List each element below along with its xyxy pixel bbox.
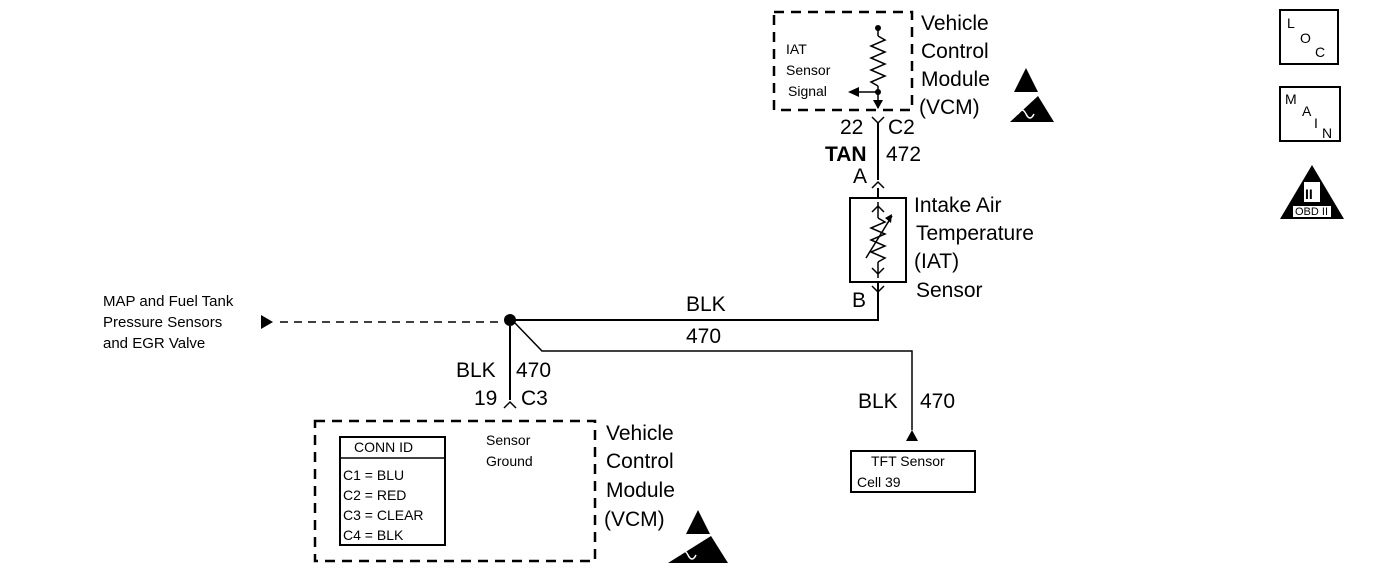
- c3-wire-circuit: 470: [516, 359, 551, 382]
- iat-signal-label-2: Sensor: [786, 62, 831, 78]
- tan-wire-circuit: 472: [886, 143, 921, 166]
- iat-signal-label-1: IAT: [786, 41, 807, 57]
- conn-id-row: C1 = BLU: [343, 467, 404, 483]
- c3-connector-id: C3: [521, 387, 548, 410]
- main-icon: M A I N: [1279, 86, 1341, 142]
- main-wire-color: BLK: [686, 293, 726, 316]
- conn-id-table: CONN ID C1 = BLU C2 = RED C3 = CLEAR C4 …: [339, 436, 446, 546]
- iat-name-4: Sensor: [916, 279, 983, 302]
- vcm-bottom-module: Sensor Ground CONN ID C1 = BLU C2 = RED …: [313, 419, 728, 563]
- main-letter: N: [1322, 125, 1332, 141]
- ground-wire-c3: BLK 470 19 C3: [456, 326, 551, 410]
- tft-ref-line-1: TFT Sensor: [871, 453, 945, 469]
- vcm-top-boundary: [772, 10, 914, 112]
- ground-wire-tft: BLK 470: [513, 321, 955, 441]
- offpage-line-3: and EGR Valve: [103, 335, 205, 352]
- connector-c2: 22 C2: [840, 116, 915, 180]
- iat-terminal-a: A: [853, 165, 867, 188]
- offpage-line-2: Pressure Sensors: [103, 314, 222, 331]
- vcm-top-title-4: (VCM): [919, 96, 980, 119]
- vcm-bottom-title-2: Control: [606, 450, 674, 473]
- vcm-bottom-title-1: Vehicle: [606, 422, 674, 445]
- iat-terminal-b: B: [852, 289, 866, 312]
- iat-signal-label-3: Signal: [788, 83, 827, 99]
- tan-wire-color: TAN: [825, 143, 867, 166]
- vcm-bottom-title-3: Module: [606, 479, 675, 502]
- ground-wire-main: BLK 470: [504, 292, 879, 348]
- obd-ii-icon: II OBD II: [1280, 165, 1344, 219]
- iat-pullup-resistor: [848, 25, 887, 109]
- c3-pin-number: 19: [474, 387, 497, 410]
- esd-warning-icon: [668, 510, 728, 563]
- c2-pin-number: 22: [840, 116, 863, 139]
- tft-reference: TFT Sensor Cell 39: [850, 450, 976, 493]
- main-letter: M: [1285, 91, 1297, 107]
- vcm-top-title-3: Module: [921, 68, 990, 91]
- c2-connector-id: C2: [888, 116, 915, 139]
- iat-name-1: Intake Air: [914, 194, 1002, 217]
- offpage-arrow-icon: [261, 315, 273, 329]
- main-letter: A: [1302, 103, 1312, 119]
- iat-sensor: A B Intake Air Temperature (IAT) Sensor: [849, 165, 1034, 312]
- conn-id-row: C2 = RED: [343, 487, 406, 503]
- tft-arrow-icon: [906, 430, 918, 441]
- signal-arrow-icon: [848, 87, 859, 97]
- obd-numeral: II: [1305, 186, 1313, 202]
- loc-letter: L: [1287, 15, 1295, 31]
- conn-id-header: CONN ID: [354, 439, 413, 455]
- c3-wire-color: BLK: [456, 359, 496, 382]
- conn-id-row: C4 = BLK: [343, 527, 404, 543]
- vcm-top-title-2: Control: [921, 40, 989, 63]
- esd-warning-icon: [1010, 68, 1054, 122]
- iat-name-2: Temperature: [916, 222, 1034, 245]
- iat-name-3: (IAT): [914, 250, 959, 273]
- vcm-bottom-boundary: [313, 419, 597, 563]
- loc-icon: L O C: [1279, 9, 1339, 65]
- tft-ref-line-2: Cell 39: [857, 474, 901, 490]
- tft-wire-color: BLK: [858, 390, 898, 413]
- obd-label: OBD II: [1295, 206, 1328, 218]
- loc-letter: O: [1300, 30, 1311, 46]
- offpage-line-1: MAP and Fuel Tank: [103, 293, 234, 310]
- conn-id-row: C3 = CLEAR: [343, 507, 424, 523]
- main-wire-circuit: 470: [686, 325, 721, 348]
- loc-letter: C: [1315, 44, 1325, 60]
- thermistor-icon: [865, 202, 893, 278]
- sensor-ground-label-1: Sensor: [486, 432, 531, 448]
- vcm-top-title-1: Vehicle: [921, 12, 989, 35]
- offpage-reference: MAP and Fuel Tank Pressure Sensors and E…: [103, 293, 500, 352]
- vcm-bottom-title-4: (VCM): [604, 508, 665, 531]
- tft-wire-circuit: 470: [920, 390, 955, 413]
- splice-node: [504, 314, 516, 326]
- main-letter: I: [1314, 115, 1318, 131]
- pin-arrow-icon: [873, 100, 883, 109]
- sensor-ground-label-2: Ground: [486, 453, 533, 469]
- vcm-top-module: IAT Sensor Signal Vehicle Control Module…: [772, 10, 1054, 122]
